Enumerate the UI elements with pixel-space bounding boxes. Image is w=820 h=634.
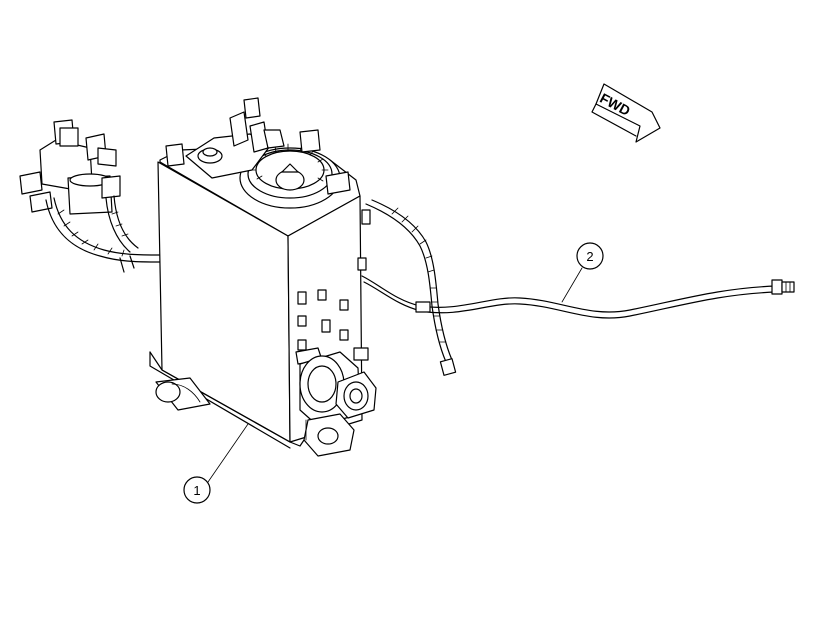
- callout-1-label: 1: [193, 483, 200, 498]
- fwd-arrow: FWD: [591, 83, 661, 143]
- pump-motor: [299, 351, 377, 457]
- drain-hose: [365, 199, 457, 376]
- callout-1-balloon: [183, 476, 211, 504]
- valve-assembly: [19, 119, 161, 273]
- callout-1: 1: [183, 423, 249, 504]
- hose-assembly-2: [361, 275, 795, 319]
- callout-2-label: 2: [586, 249, 593, 264]
- callout-2: 2: [561, 242, 604, 303]
- callout-2-balloon: [576, 242, 604, 270]
